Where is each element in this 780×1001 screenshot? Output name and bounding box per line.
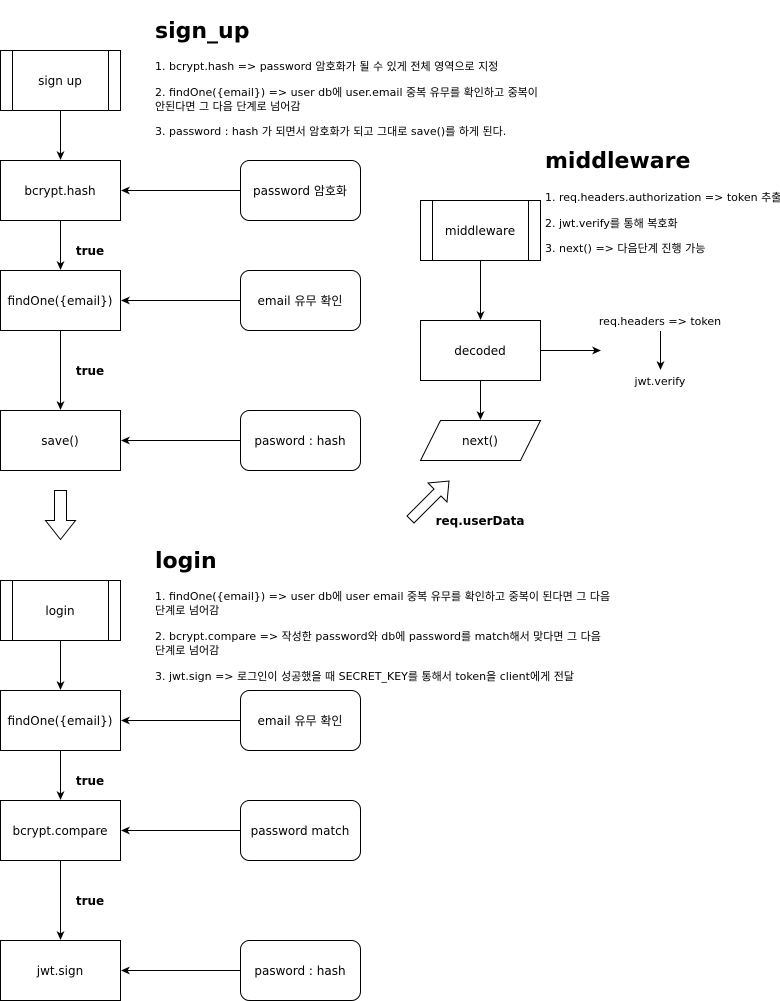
down-arrow-shape — [44, 490, 77, 541]
login-email-check-label: email 유무 확인 — [258, 714, 343, 728]
middleware-title: middleware — [545, 149, 690, 174]
signup-findone-node: findOne({email}) — [0, 270, 121, 331]
signup-email-check-node: email 유무 확인 — [240, 270, 361, 331]
signup-pasword-hash-label: pasword : hash — [254, 434, 345, 448]
login-note-1: 1. findOne({email}) => user db에 user ema… — [155, 589, 610, 603]
middleware-start-node: middleware — [420, 200, 541, 261]
jwt-sign-label: jwt.sign — [36, 964, 83, 978]
login-start-label: login — [45, 604, 74, 618]
bcrypt-hash-node: bcrypt.hash — [0, 160, 121, 221]
login-true-label-1: true — [76, 774, 104, 788]
decoded-label: decoded — [454, 344, 506, 358]
middleware-notes: 1. req.headers.authorization => token 추출… — [545, 191, 780, 255]
decoded-node: decoded — [420, 320, 541, 381]
login-pasword-hash-label: pasword : hash — [254, 964, 345, 978]
login-note-2: 2. bcrypt.compare => 작성한 password와 db에 p… — [155, 629, 601, 643]
login-findone-node: findOne({email}) — [0, 690, 121, 751]
signup-note-2: 2. findOne({email}) => user db에 user.ema… — [155, 85, 538, 99]
signup-start-label: sign up — [38, 74, 82, 88]
save-label: save() — [41, 434, 78, 448]
diagonal-arrow-shape — [406, 480, 450, 524]
login-title: login — [155, 549, 217, 574]
signup-start-node: sign up — [0, 50, 121, 111]
signup-note-2b: 안된다면 그 다음 단계로 넘어감 — [155, 100, 301, 113]
login-note-1b: 단계로 넘어감 — [155, 604, 219, 617]
signup-true-label-2: true — [76, 364, 104, 378]
signup-pasword-hash-node: pasword : hash — [240, 410, 361, 471]
login-findone-label: findOne({email}) — [8, 714, 113, 728]
bcrypt-compare-node: bcrypt.compare — [0, 800, 121, 861]
login-email-check-node: email 유무 확인 — [240, 690, 361, 751]
middleware-note-2: 2. jwt.verify를 통해 복호화 — [545, 216, 678, 230]
bcrypt-hash-label: bcrypt.hash — [24, 184, 95, 198]
middleware-note-3: 3. next() => 다음단계 진행 가능 — [545, 242, 705, 255]
login-note-3: 3. jwt.sign => 로그인이 성공했을 때 SECRET_KEY를 통… — [155, 669, 574, 683]
jwt-sign-node: jwt.sign — [0, 940, 121, 1001]
login-note-2b: 단계로 넘어감 — [155, 644, 219, 657]
login-true-label-2: true — [76, 894, 104, 908]
password-match-node: password match — [240, 800, 361, 861]
req-userdata-label: req.userData — [436, 514, 525, 528]
signup-findone-label: findOne({email}) — [8, 294, 113, 308]
middleware-note-1: 1. req.headers.authorization => token 추출 — [545, 191, 780, 204]
save-node: save() — [0, 410, 121, 471]
req-headers-label: req.headers => token — [599, 315, 721, 328]
signup-true-label-1: true — [76, 244, 104, 258]
middleware-start-label: middleware — [445, 224, 515, 238]
bcrypt-compare-label: bcrypt.compare — [12, 824, 107, 838]
next-node: next() — [419, 420, 542, 461]
login-pasword-hash-node: pasword : hash — [240, 940, 361, 1001]
next-label: next() — [462, 434, 498, 448]
password-encrypt-label: password 암호화 — [253, 184, 347, 198]
login-notes: 1. findOne({email}) => user db에 user ema… — [155, 589, 610, 683]
signup-title: sign_up — [155, 19, 249, 44]
jwt-verify-label: jwt.verify — [634, 375, 686, 388]
signup-email-check-label: email 유무 확인 — [258, 294, 343, 308]
signup-notes: 1. bcrypt.hash => password 암호화가 될 수 있게 전… — [155, 59, 538, 138]
login-start-node: login — [0, 580, 121, 641]
signup-note-3: 3. password : hash 가 되면서 암호화가 되고 그대로 sav… — [155, 124, 506, 138]
password-encrypt-node: password 암호화 — [240, 160, 361, 221]
password-match-label: password match — [251, 824, 350, 838]
signup-note-1: 1. bcrypt.hash => password 암호화가 될 수 있게 전… — [155, 59, 498, 73]
